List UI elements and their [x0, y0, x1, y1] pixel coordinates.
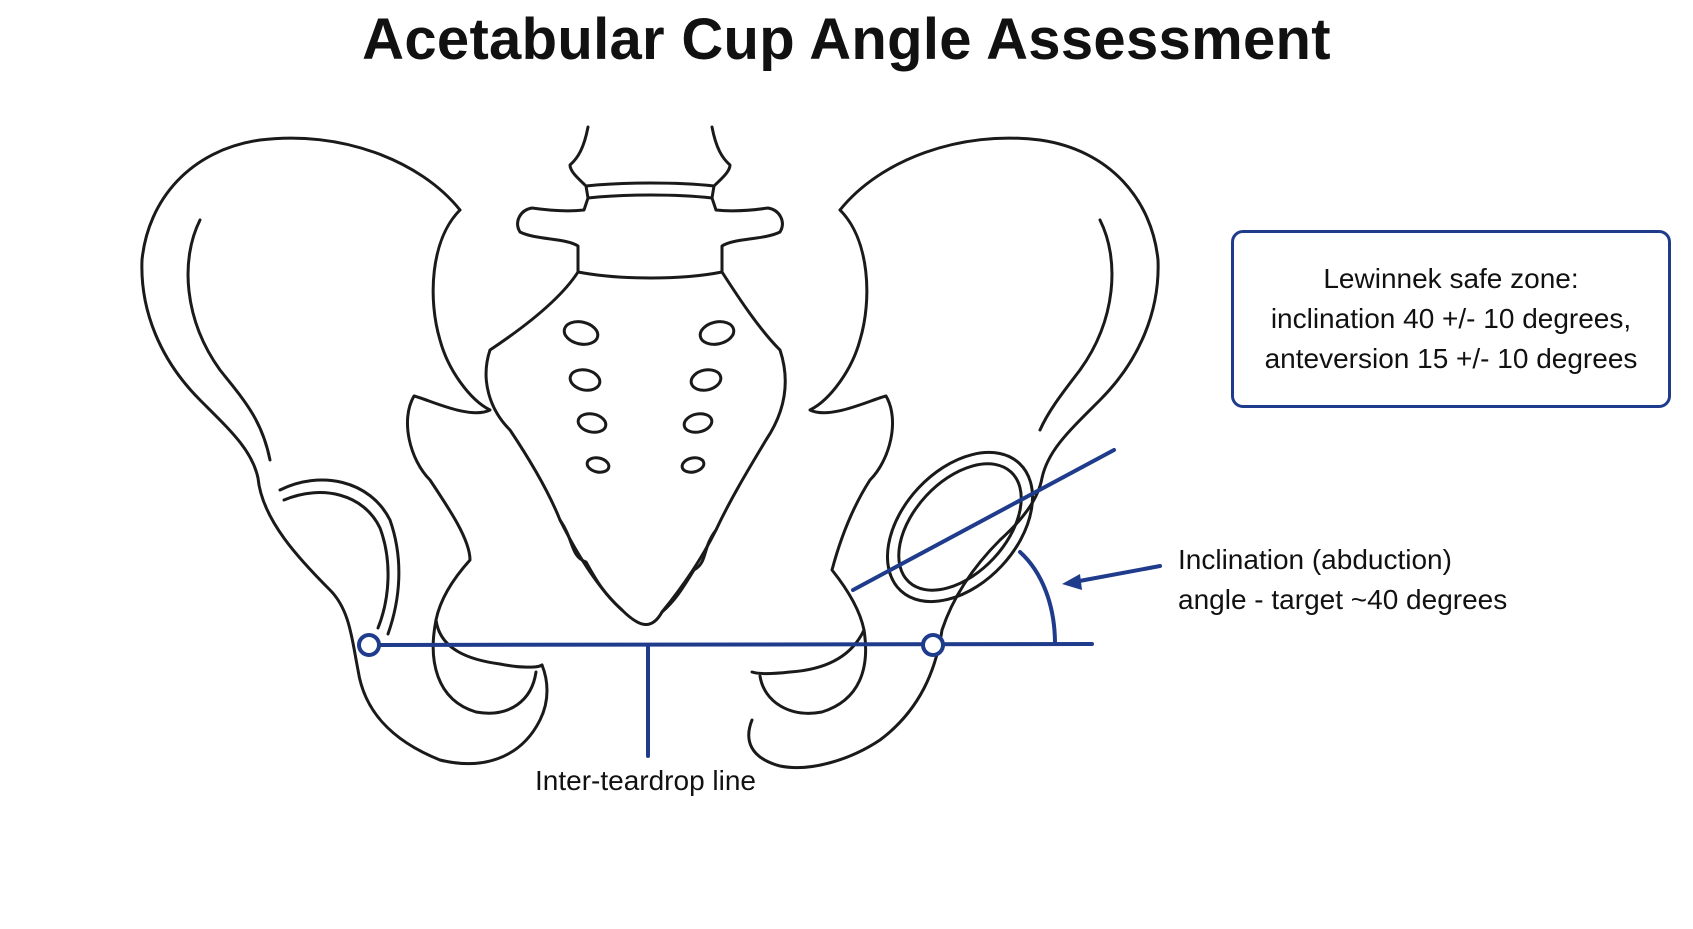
sacral-foramen-l2 [568, 368, 602, 392]
inter-teardrop-line [367, 642, 1094, 647]
acetabular-cup-inner [897, 462, 1023, 592]
safe-zone-line-2: inclination 40 +/- 10 degrees, [1270, 303, 1632, 334]
sacrum-left-edge-detail [558, 518, 624, 612]
safe-zone-line-1: Lewinnek safe zone: [1323, 263, 1579, 294]
inclination-label: Inclination (abduction) angle - target ~… [1178, 540, 1507, 620]
sacral-foramen-l1 [562, 320, 600, 346]
left-ilium [140, 136, 549, 766]
right-ilium [747, 136, 1160, 770]
lumbar-vertebra [516, 125, 784, 280]
intervertebral-disc [584, 181, 716, 188]
safe-zone-line-3: anteversion 15 +/- 10 degrees [1264, 343, 1638, 374]
sacral-foramen-r4 [680, 456, 706, 474]
right-obturator [758, 628, 868, 715]
sacral-foramen-r3 [682, 412, 714, 434]
right-ilium-inner-rim [1038, 218, 1114, 432]
left-ilium-medial [406, 208, 544, 669]
inclination-pointer-shaft [1072, 564, 1162, 584]
left-acetabulum [278, 478, 401, 636]
diagram-title: Acetabular Cup Angle Assessment [362, 7, 1331, 72]
sacral-foramen-r2 [689, 368, 723, 392]
teardrop-label: Inter-teardrop line [535, 765, 757, 796]
sacrum [484, 270, 787, 626]
sacral-foramen-r1 [698, 320, 736, 346]
cup-inclination-line [851, 448, 1116, 592]
right-teardrop-marker [921, 633, 945, 657]
left-teardrop-marker [357, 633, 381, 657]
inclination-pointer-arrowhead [1062, 574, 1082, 590]
safe-zone-callout: Lewinnek safe zone: inclination 40 +/- 1… [1231, 230, 1671, 408]
intervertebral-disc-lower [586, 193, 714, 200]
inclination-angle-arc [1018, 550, 1057, 646]
left-ilium-inner-rim [186, 218, 272, 462]
sacrum-right-edge-detail [660, 528, 718, 614]
sacral-foramen-l4 [585, 456, 611, 474]
acetabular-cup-outer [885, 450, 1035, 604]
left-obturator [431, 618, 538, 715]
inclination-label-line-2: angle - target ~40 degrees [1178, 584, 1508, 615]
sacral-foramen-l3 [576, 412, 608, 434]
inclination-label-line-1: Inclination (abduction) [1178, 544, 1452, 575]
right-ilium-medial [750, 208, 894, 675]
left-acetabulum-inner [282, 491, 390, 630]
